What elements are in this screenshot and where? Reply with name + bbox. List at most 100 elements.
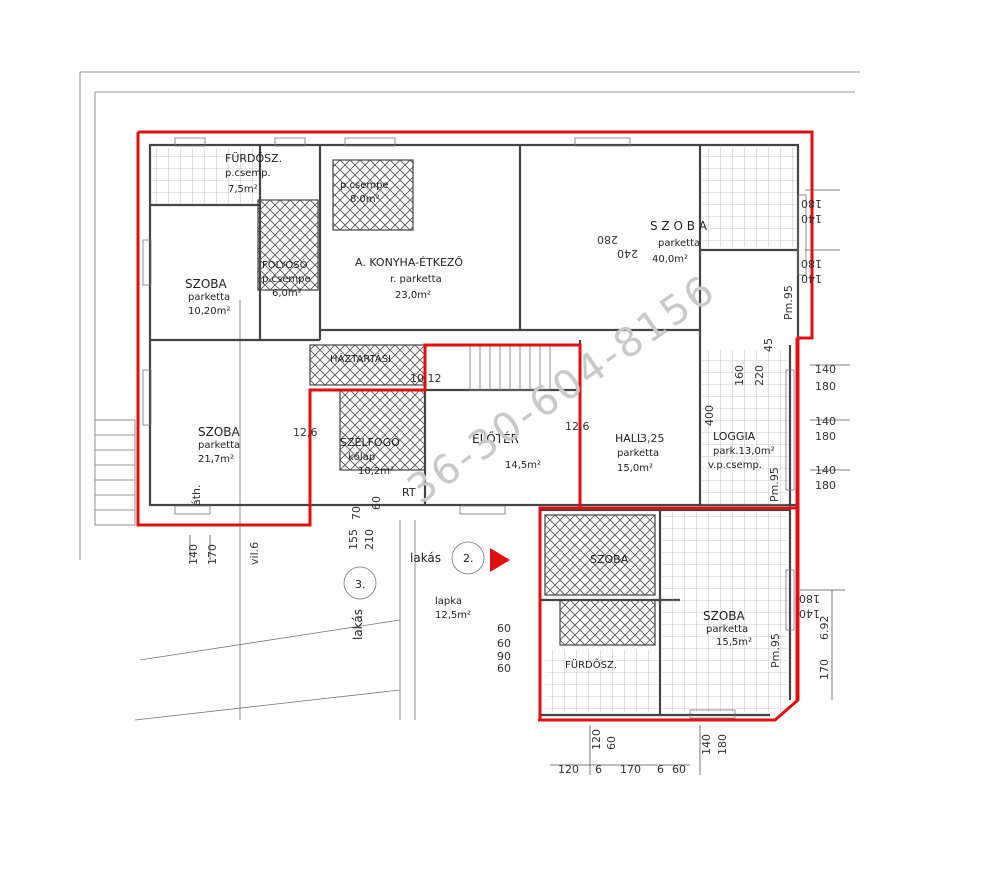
room-area-folyoso: 6,0m² — [272, 288, 302, 299]
room-area-konyha: 23,0m² — [395, 290, 431, 301]
room-floor-furdo: p.csemp. — [225, 168, 271, 179]
dim-right-4: 140 — [815, 363, 836, 376]
dim-m: 155 — [347, 529, 360, 550]
dim-bottom-b-2: 140 — [700, 734, 713, 755]
ath-label: áth. — [190, 484, 203, 506]
room-name-haztartasi: HÁZTARTÁSI — [330, 352, 391, 365]
room-name-folyoso: FOLYOSÓ — [262, 258, 308, 271]
dim-bottom-left-1: 170 — [206, 544, 219, 565]
unit-3-label: 3. — [355, 578, 366, 591]
room-floor-loggia: v.p.csemp. — [708, 460, 762, 471]
dim-j: 240 — [617, 247, 638, 260]
pm95-label-c: Pm.95 — [769, 633, 782, 668]
room-name-hall: HALL — [615, 432, 644, 445]
pm95-label-b: Pm.95 — [768, 467, 781, 502]
dim-f: 160 — [733, 365, 746, 386]
dim-bottom-b-1: 60 — [605, 736, 618, 750]
room-area-szoba3: 21,7m² — [198, 454, 234, 465]
lakas-label: lakás — [410, 551, 441, 565]
room-name-folyoso2: SZOBA — [590, 553, 629, 566]
dim-right-1: 140 — [801, 212, 822, 225]
rt-label: RT — [402, 486, 416, 499]
room-area-furdo: 7,5m² — [228, 184, 258, 195]
room-area-szelfogo: 10,2m² — [358, 466, 394, 477]
room-floor-kamra: p.csempe — [340, 180, 389, 191]
room-name-szoba2: S Z O B A — [650, 219, 708, 233]
dim-h: 45 — [762, 338, 775, 352]
dim-s: 6.92 — [818, 616, 831, 641]
unit-2-label: 2. — [463, 552, 474, 565]
dim-right-6: 140 — [815, 415, 836, 428]
room-name-eloter: ELŐTÉR — [472, 431, 519, 446]
room-area-eloter: 14,5m² — [505, 460, 541, 471]
dimension-lines — [189, 189, 850, 775]
room-area-lepcso: 12,5m² — [435, 610, 471, 621]
dim-right-2: 180 — [801, 257, 822, 270]
dim-right-0: 180 — [801, 197, 822, 210]
room-floor-szoba4: parketta — [706, 624, 748, 635]
room-floor-hall: parketta — [617, 448, 659, 459]
room-floor-szelfogo: kőlap — [348, 451, 375, 463]
windows — [142, 137, 807, 719]
pm95-label-a: Pm.95 — [782, 285, 795, 320]
room-name-loggia: LOGGIA — [713, 430, 756, 443]
dim-bottom-1: 6 — [595, 763, 602, 776]
room-name-konyha: A. KONYHA-ÉTKEZŐ — [355, 255, 463, 269]
dim-a: 12,6 — [293, 426, 318, 439]
dim-bottom-b-3: 180 — [716, 734, 729, 755]
site-lines — [79, 71, 860, 721]
room-area-szoba4: 15,5m² — [716, 637, 752, 648]
bottom-dimensions: 140 170 120 6 170 6 60 120 60 140 180 — [187, 544, 729, 776]
dim-right-7: 180 — [815, 430, 836, 443]
room-floor-konyha: r. parketta — [390, 274, 442, 285]
dim-bottom-left-0: 140 — [187, 544, 200, 565]
right-dimensions: 180 140 180 140 140 180 140 180 140 180 … — [799, 197, 836, 620]
dim-e: 400 — [703, 405, 716, 426]
dim-bottom-b-0: 120 — [590, 729, 603, 750]
dim-bottom-4: 60 — [672, 763, 686, 776]
dim-t: 170 — [818, 659, 831, 680]
room-floor-szoba3: parketta — [198, 440, 240, 451]
dim-l: 60 — [370, 496, 383, 510]
dim-right-11: 140 — [799, 607, 820, 620]
entry-stair — [469, 344, 551, 391]
dim-i: 280 — [597, 233, 618, 246]
dim-n: 210 — [363, 529, 376, 550]
dim-d: 3,25 — [640, 432, 665, 445]
room-area-szoba2: 40,0m² — [652, 254, 688, 265]
loggia-tiles — [152, 147, 796, 712]
lakas-label-2: lakás — [351, 609, 365, 640]
entry-arrow-icon — [490, 548, 510, 572]
dim-right-9: 180 — [815, 479, 836, 492]
dim-bottom-3: 6 — [657, 763, 664, 776]
dim-bottom-0: 120 — [558, 763, 579, 776]
room-labels: FÜRDŐSZ. p.csemp. 7,5m² p.csempe 8,0m² S… — [185, 151, 775, 671]
dim-o: 60 — [497, 622, 511, 635]
room-area-hall: 15,0m² — [617, 463, 653, 474]
room-area-kamra: 8,0m² — [350, 194, 380, 205]
side-stair — [94, 419, 136, 526]
dim-right-5: 180 — [815, 380, 836, 393]
room-floor-szoba1: parketta — [188, 292, 230, 303]
room-name-szelfogo: SZÉLFOGÓ — [340, 436, 400, 449]
room-name-szoba4: SZOBA — [703, 609, 746, 623]
hatched-areas — [257, 159, 656, 646]
unit-2-circle-icon — [451, 541, 485, 575]
dim-b: 12,6 — [565, 420, 590, 433]
dim-k: 70 — [350, 506, 363, 520]
dim-g: 220 — [753, 365, 766, 386]
room-floor-folyoso: p.csempe — [262, 274, 311, 285]
room-name-szoba1: SZOBA — [185, 277, 228, 291]
vil-label: vil.6 — [248, 542, 261, 565]
room-name-szoba3: SZOBA — [198, 425, 241, 439]
dim-bottom-2: 170 — [620, 763, 641, 776]
dim-right-8: 140 — [815, 464, 836, 477]
dim-r: 60 — [497, 662, 511, 675]
room-name-furdo2: FÜRDŐSZ. — [565, 657, 617, 671]
room-floor-szoba2: parketta — [658, 238, 700, 249]
dim-q: 90 — [497, 650, 511, 663]
dim-p: 60 — [497, 637, 511, 650]
misc-labels: lakás 2. 3. lakás RT Pm.95 Pm.95 Pm.95 á… — [190, 233, 831, 680]
dim-right-10: 180 — [799, 592, 820, 605]
